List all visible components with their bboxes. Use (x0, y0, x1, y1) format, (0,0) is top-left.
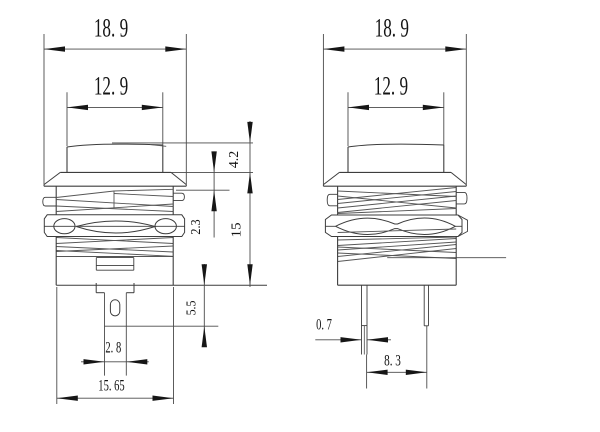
svg-text:15: 15 (229, 222, 244, 237)
svg-text:15. 65: 15. 65 (98, 377, 125, 395)
svg-text:12. 9: 12. 9 (374, 71, 408, 101)
svg-text:18. 9: 18. 9 (94, 13, 128, 43)
svg-text:12. 9: 12. 9 (94, 71, 128, 101)
svg-text:8. 3: 8. 3 (384, 351, 401, 368)
svg-text:5.5: 5.5 (184, 301, 199, 316)
svg-text:18. 9: 18. 9 (375, 13, 409, 43)
svg-text:2.3: 2.3 (188, 219, 203, 234)
svg-text:4.2: 4.2 (226, 151, 241, 168)
svg-text:0. 7: 0. 7 (316, 315, 332, 333)
svg-text:2. 8: 2. 8 (105, 338, 121, 356)
